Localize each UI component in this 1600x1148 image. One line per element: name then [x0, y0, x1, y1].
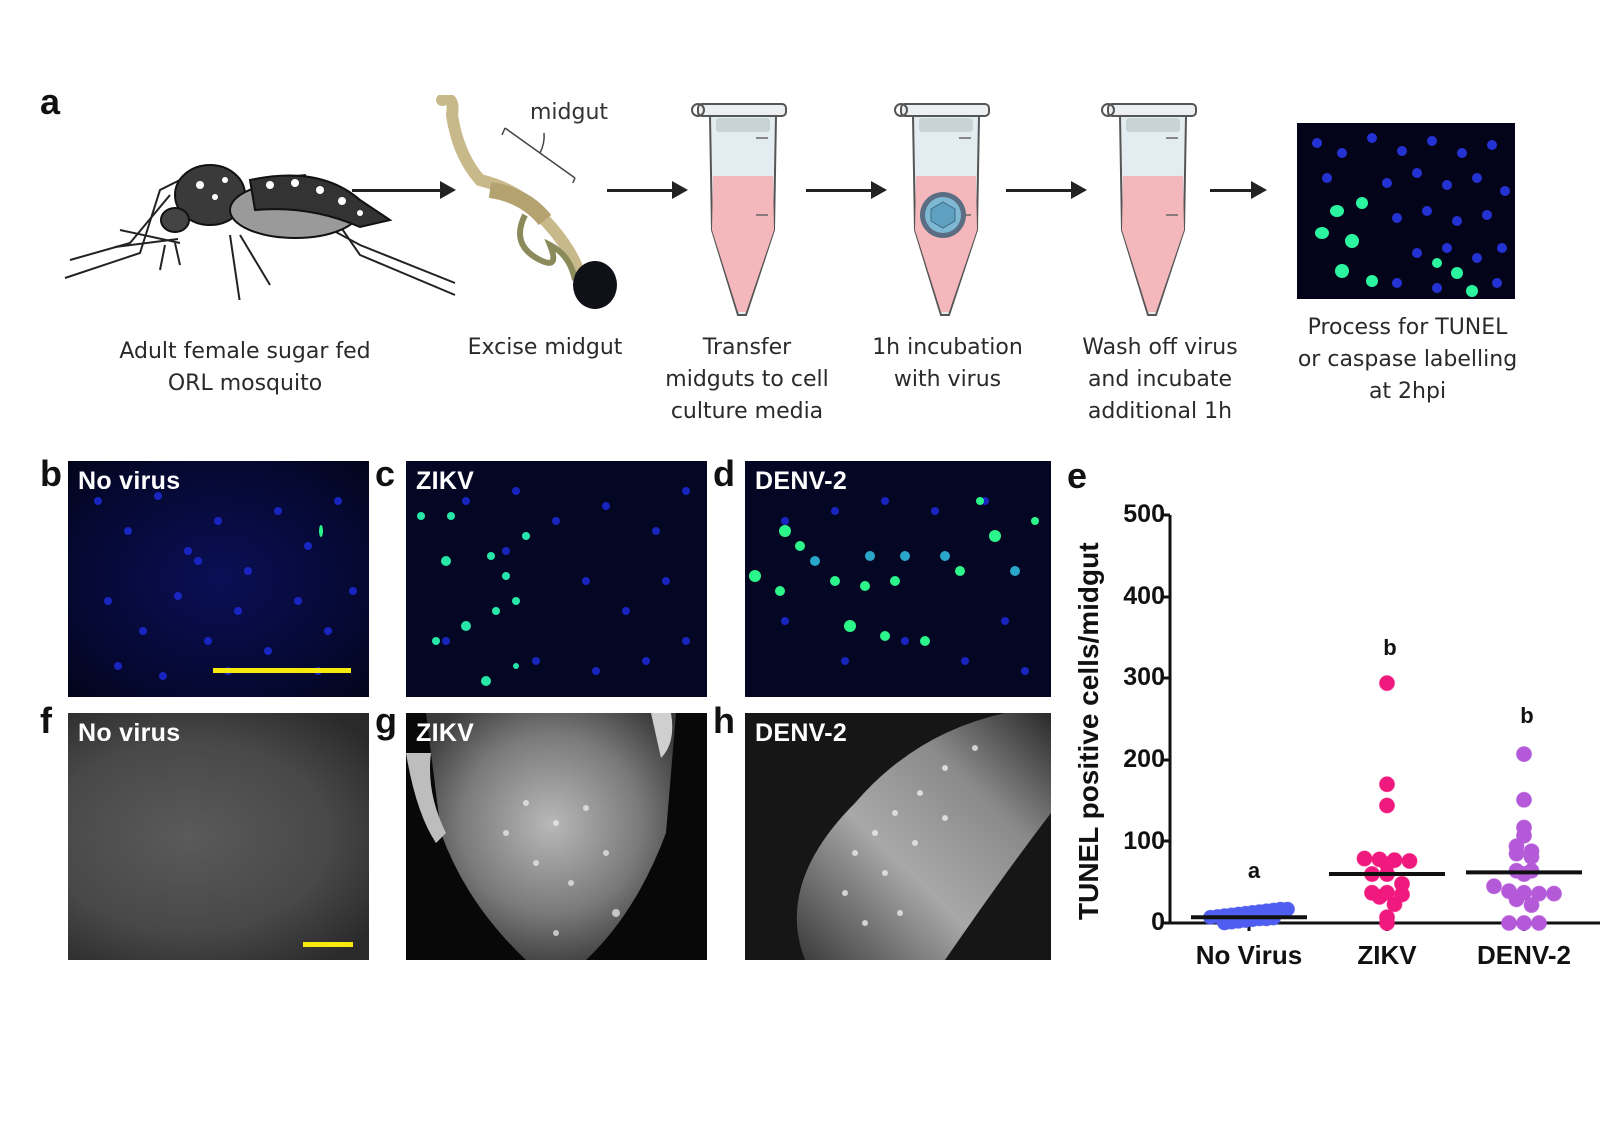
data-point: [1516, 819, 1532, 836]
midgut-tissue-icon: [406, 713, 676, 960]
x-tick-label: DENV-2: [1477, 940, 1571, 970]
tunel-image-no-virus: No virus: [68, 461, 369, 697]
data-point: [1379, 776, 1395, 793]
step-caption-1: Adult female sugar fed ORL mosquito: [119, 339, 371, 396]
step-caption-3: Transfer midguts to cell culture media: [665, 335, 829, 424]
data-point: [1379, 675, 1395, 692]
workflow-arrow-3: [806, 181, 887, 199]
data-point: [1523, 897, 1540, 914]
image-label: No virus: [78, 467, 181, 495]
image-label: ZIKV: [416, 467, 475, 495]
excised-midgut-icon: [436, 95, 617, 309]
x-tick-label: No Virus: [1195, 940, 1303, 970]
data-point: [1356, 850, 1373, 867]
significance-letter: b: [1520, 703, 1534, 728]
step-caption-6: Process for TUNEL or caspase labelling a…: [1297, 315, 1518, 404]
virus-particle-icon: [920, 192, 966, 238]
step-caption-2: Excise midgut: [467, 335, 623, 360]
data-point: [1379, 797, 1395, 814]
tunel-image-denv2: DENV-2: [745, 461, 1051, 697]
workflow-arrow-4: [1006, 181, 1087, 199]
panel-letter-g: g: [375, 700, 397, 741]
panel-letter-h: h: [713, 700, 735, 741]
panel-letter-d: d: [713, 453, 735, 494]
significance-letter: a: [1247, 858, 1261, 883]
data-point: [1401, 852, 1418, 869]
caspase-image-denv2: DENV-2: [745, 713, 1051, 960]
midgut-callout-label: midgut: [530, 100, 609, 125]
data-point: [1379, 884, 1395, 901]
tube-media-icon: [1101, 103, 1197, 316]
data-point: [1486, 878, 1502, 895]
data-point: [1371, 851, 1388, 868]
data-point: [1501, 883, 1517, 900]
y-tick-label: 500: [1123, 500, 1165, 528]
data-point: [1523, 843, 1540, 860]
image-label: DENV-2: [755, 467, 848, 495]
y-tick-label: 100: [1123, 827, 1165, 855]
tube-virus-icon: [894, 103, 990, 316]
data-points: [1191, 675, 1582, 931]
tunel-micrograph-thumbnail: [1297, 123, 1515, 299]
data-point: [1531, 885, 1547, 902]
workflow-arrow-5: [1210, 181, 1267, 199]
nuclei-scatter-icon: [94, 492, 357, 680]
tube-media-icon: [691, 103, 787, 316]
workflow-arrow-1: [352, 181, 456, 199]
step-caption-5: Wash off virus and incubate additional 1…: [1082, 335, 1238, 424]
nuclei-pattern-icon: [1312, 133, 1510, 297]
scale-bar: [303, 942, 353, 947]
data-point: [1501, 915, 1517, 931]
data-point: [1394, 875, 1410, 892]
caspase-image-no-virus: No virus: [68, 713, 369, 960]
y-tick-label: 400: [1123, 582, 1165, 610]
y-axis-label: TUNEL positive cells/midgut: [1073, 542, 1104, 920]
significance-letter: b: [1383, 635, 1397, 660]
data-point: [1516, 915, 1532, 931]
image-label: ZIKV: [416, 719, 475, 747]
midgut-bracket-icon: [501, 127, 576, 183]
step-caption-4: 1h incubation with virus: [872, 335, 1023, 392]
y-tick-label: 0: [1151, 908, 1165, 936]
tunel-image-zikv: ZIKV: [406, 461, 707, 697]
y-tick-label: 300: [1123, 663, 1165, 691]
nuclei-scatter-icon: [749, 497, 1039, 675]
scale-bar: [213, 668, 351, 673]
nuclei-scatter-icon: [417, 487, 690, 686]
data-point: [1379, 909, 1395, 926]
data-point: [1531, 915, 1547, 931]
data-point: [1516, 791, 1532, 808]
y-tick-label: 200: [1123, 745, 1165, 773]
panel-letter-a: a: [40, 81, 61, 122]
panel-letter-b: b: [40, 453, 62, 494]
data-point: [1516, 884, 1532, 901]
data-point: [1280, 901, 1295, 917]
image-label: DENV-2: [755, 719, 848, 747]
caspase-image-zikv: ZIKV: [406, 713, 707, 960]
panel-letter-e: e: [1067, 455, 1088, 496]
panel-letter-c: c: [375, 453, 396, 494]
data-point: [1516, 746, 1532, 763]
data-point: [1546, 885, 1562, 902]
image-label: No virus: [78, 719, 181, 747]
mosquito-illustration-icon: [64, 164, 456, 300]
panel-letter-f: f: [40, 700, 52, 741]
workflow-arrow-2: [607, 181, 688, 199]
midgut-tissue-icon: [796, 713, 1051, 960]
data-point: [1386, 852, 1403, 869]
x-tick-label: ZIKV: [1357, 940, 1417, 970]
scatter-plot-area: [1162, 513, 1600, 931]
data-point: [1364, 884, 1380, 901]
